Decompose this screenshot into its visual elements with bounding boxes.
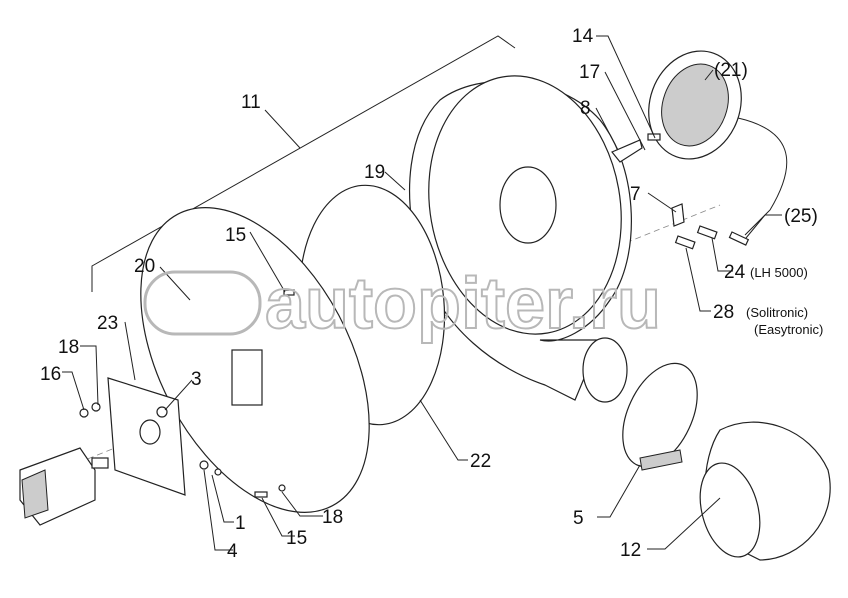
- label-17: 17: [579, 62, 600, 83]
- label-23: 23: [97, 313, 118, 334]
- watermark: autopiter.ru: [143, 263, 662, 345]
- back-plate: [140, 207, 370, 513]
- label-25: (25): [784, 206, 818, 227]
- hose-clamp: [622, 362, 698, 471]
- duct-hose: [699, 421, 831, 561]
- label-21: (21): [714, 60, 748, 81]
- label-14: 14: [572, 26, 594, 47]
- label-4: 4: [227, 541, 238, 562]
- label-15b: 15: [286, 528, 307, 549]
- label-20: 20: [134, 256, 155, 277]
- label-15a: 15: [225, 225, 246, 246]
- label-24-note: (LH 5000): [750, 265, 808, 280]
- label-22: 22: [470, 451, 491, 472]
- label-16: 16: [40, 364, 61, 385]
- label-7: 7: [630, 184, 641, 205]
- label-18b: 18: [322, 507, 343, 528]
- label-24: 24: [724, 262, 746, 283]
- fan-housing: [408, 75, 632, 403]
- label-11: 11: [241, 92, 261, 113]
- assembly-bracket: [91, 35, 516, 292]
- label-28-note-2: (Easytronic): [754, 322, 823, 337]
- label-28-note-1: (Solitronic): [746, 305, 808, 320]
- label-1: 1: [235, 513, 246, 534]
- label-12: 12: [620, 540, 641, 561]
- hydraulic-motor: [19, 447, 109, 526]
- part-labels: 11 14 17 8 (21) 19 15 20 23 18 16 3 7 (2…: [40, 26, 823, 562]
- watermark-text: autopiter.ru: [265, 264, 661, 344]
- label-8: 8: [580, 98, 591, 119]
- label-3: 3: [191, 369, 202, 390]
- label-18a: 18: [58, 337, 79, 358]
- label-5: 5: [573, 508, 584, 529]
- grille: [648, 50, 788, 236]
- leader-lines: [62, 35, 782, 551]
- mounting-bracket: [107, 377, 186, 496]
- label-19: 19: [364, 162, 385, 183]
- label-28: 28: [713, 302, 734, 323]
